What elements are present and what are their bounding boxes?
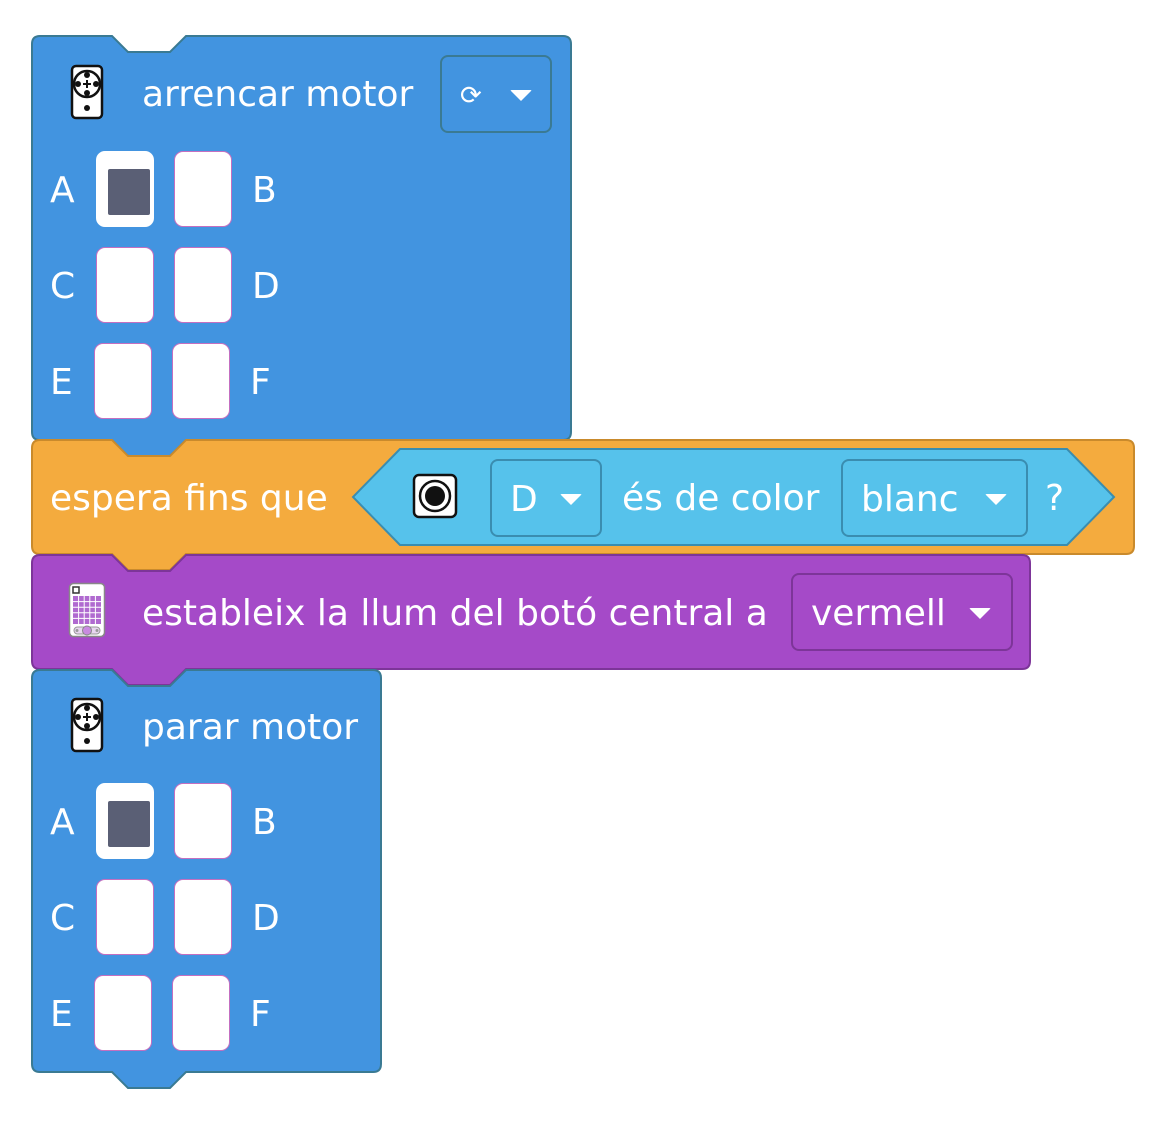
sensor-port-value: D [510, 479, 538, 520]
set-light-label: estableix la llum del botó central a [142, 593, 768, 634]
port-label-b: B [252, 802, 277, 843]
port-label-a: A [50, 802, 75, 843]
port-toggle-d[interactable] [174, 247, 232, 323]
color-value: blanc [861, 479, 959, 520]
direction-value: ⟳ [460, 81, 482, 111]
port-toggle-b[interactable] [174, 151, 232, 227]
port-toggle-a[interactable] [96, 151, 154, 227]
port-label-e: E [50, 362, 73, 403]
hub-icon [68, 582, 106, 642]
port-label-f: F [250, 994, 271, 1035]
color-value-dropdown[interactable]: blanc [841, 459, 1028, 537]
port-label-b: B [252, 170, 277, 211]
caret-down-icon [969, 608, 991, 619]
sensor-port-dropdown[interactable]: D [490, 459, 602, 537]
port-toggle-f[interactable] [172, 343, 230, 419]
port-toggle-a[interactable] [96, 783, 154, 859]
port-toggle-c[interactable] [96, 247, 154, 323]
port-label-c: C [50, 266, 76, 307]
port-toggle-e[interactable] [94, 343, 152, 419]
port-label-d: D [252, 266, 280, 307]
port-label-d: D [252, 898, 280, 939]
port-label-a: A [50, 170, 75, 211]
port-toggle-f[interactable] [172, 975, 230, 1051]
condition-text: és de color [622, 478, 820, 519]
color-sensor-icon [412, 473, 458, 523]
port-label-f: F [250, 362, 271, 403]
motor-direction-dropdown[interactable]: ⟳ [440, 55, 552, 133]
question-mark: ? [1045, 478, 1065, 519]
caret-down-icon [560, 494, 582, 505]
start-motor-label: arrencar motor [142, 74, 414, 115]
motor-icon [70, 697, 104, 757]
port-label-c: C [50, 898, 76, 939]
motor-icon [70, 64, 104, 124]
light-color-value: vermell [811, 593, 946, 634]
port-label-e: E [50, 994, 73, 1035]
port-toggle-e[interactable] [94, 975, 152, 1051]
caret-down-icon [985, 494, 1007, 505]
stop-motor-label: parar motor [142, 707, 359, 748]
port-toggle-b[interactable] [174, 783, 232, 859]
port-toggle-d[interactable] [174, 879, 232, 955]
caret-down-icon [510, 90, 532, 101]
wait-until-label: espera fins que [50, 478, 328, 519]
port-toggle-c[interactable] [96, 879, 154, 955]
light-color-dropdown[interactable]: vermell [791, 573, 1013, 651]
